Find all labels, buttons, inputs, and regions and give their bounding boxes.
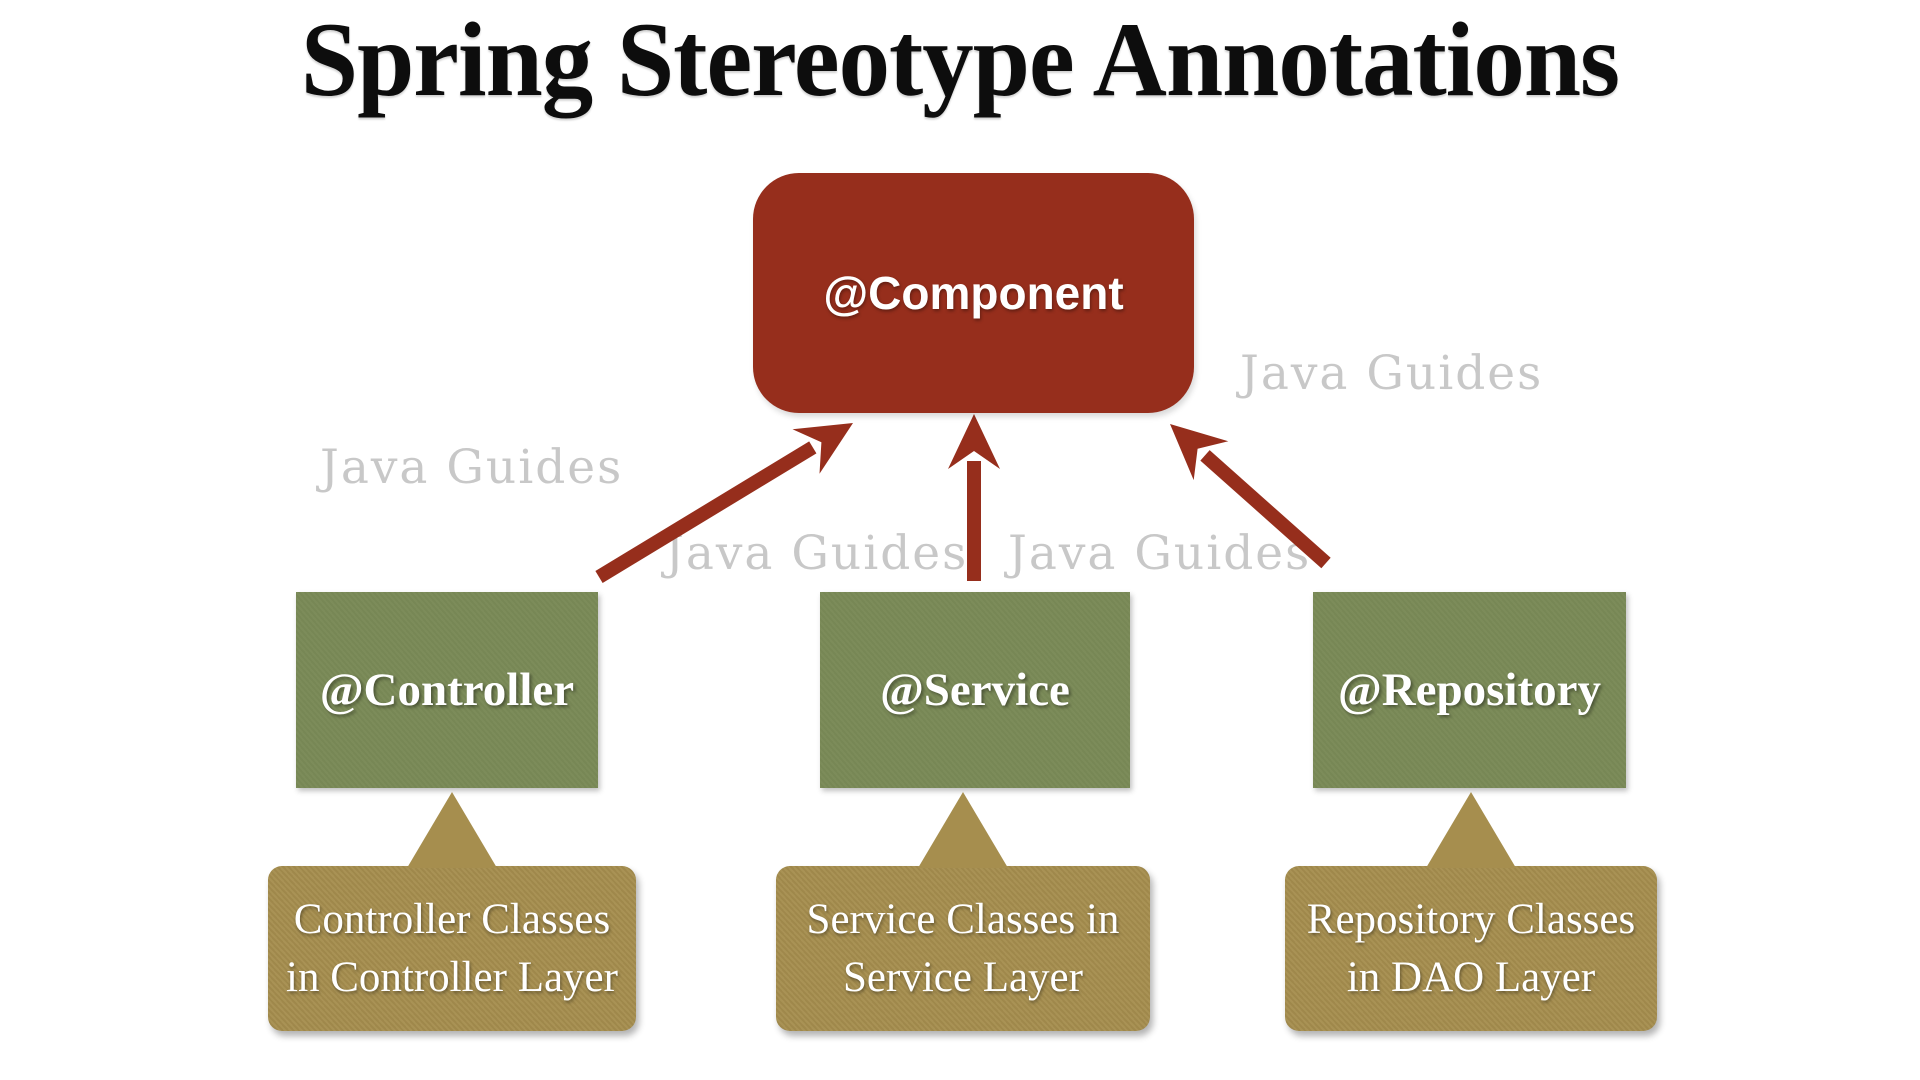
- stereotype-box-service: @Service: [820, 592, 1130, 788]
- watermark-java-guides: Java Guides: [320, 440, 624, 495]
- component-label: @Component: [823, 267, 1124, 319]
- callout-text-line: in Controller Layer: [286, 953, 618, 1001]
- callout-repository: Repository Classes in DAO Layer: [1285, 792, 1657, 1031]
- callout-pointer: [407, 792, 497, 868]
- stereotype-label-controller: @Controller: [319, 664, 575, 716]
- callout-text-line: Repository Classes: [1306, 896, 1636, 944]
- watermark-java-guides: Java Guides: [665, 526, 969, 581]
- watermark-java-guides: Java Guides: [1008, 526, 1312, 581]
- watermark-java-guides: Java Guides: [1240, 346, 1544, 401]
- stereotype-box-controller: @Controller: [296, 592, 598, 788]
- callout-text-line: Service Layer: [843, 953, 1083, 1001]
- callout-pointer: [918, 792, 1008, 868]
- stereotype-label-repository: @Repository: [1337, 664, 1602, 716]
- stereotype-label-service: @Service: [880, 664, 1070, 716]
- callout-controller: Controller Classes in Controller Layer: [268, 792, 636, 1031]
- callout-service: Service Classes in Service Layer: [776, 792, 1150, 1031]
- callout-pointer: [1426, 792, 1516, 868]
- callout-text-line: Controller Classes: [293, 896, 611, 944]
- callout-text-line: in DAO Layer: [1346, 953, 1596, 1001]
- component-box: @Component: [753, 173, 1194, 413]
- stereotype-box-repository: @Repository: [1313, 592, 1626, 788]
- page-title: Spring Stereotype Annotations: [300, 1, 1620, 118]
- callout-text-line: Service Classes in: [806, 896, 1120, 944]
